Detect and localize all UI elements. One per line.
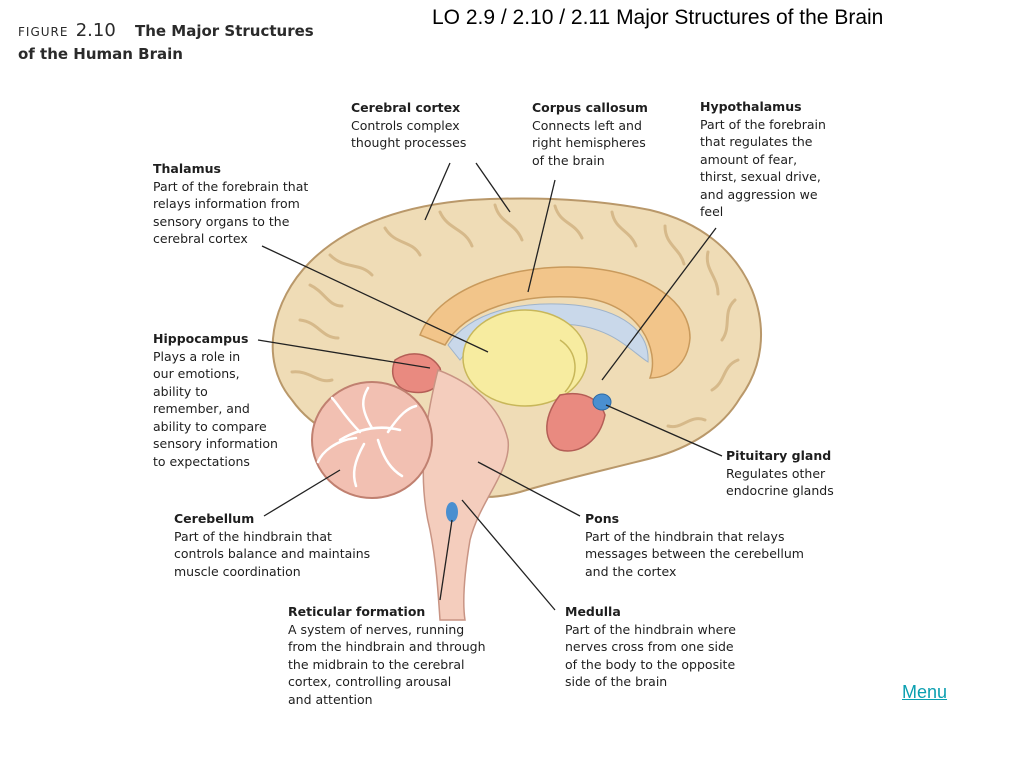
cerebellum-name: Cerebellum <box>174 511 255 526</box>
thalamus-detail <box>559 339 576 393</box>
label-pons: Pons Part of the hindbrain that relays m… <box>585 510 804 580</box>
cerebellum-shape <box>311 381 433 499</box>
pons-name: Pons <box>585 511 620 526</box>
corpus-callosum-desc: Connects left and right hemispheres of t… <box>532 117 646 168</box>
brainstem-shape <box>422 369 509 621</box>
medulla-name: Medulla <box>565 604 621 619</box>
slide-title: LO 2.9 / 2.10 / 2.11 Major Structures of… <box>432 6 884 29</box>
reticular-formation-desc: A system of nerves, running from the hin… <box>288 621 486 707</box>
reticular-marker <box>446 502 458 522</box>
leader-reticular-formation <box>439 519 453 601</box>
cerebellum-desc: Part of the hindbrain that controls bala… <box>174 528 371 579</box>
leader-cerebral-cortex-2 <box>475 162 511 213</box>
pituitary-gland-name: Pituitary gland <box>726 448 832 463</box>
leader-cerebellum <box>263 469 341 517</box>
pituitary-gland-desc: Regulates other endocrine glands <box>726 465 834 499</box>
pituitary-gland-shape <box>592 393 612 411</box>
label-pituitary-gland: Pituitary gland Regulates other endocrin… <box>726 447 834 500</box>
label-hypothalamus: Hypothalamus Part of the forebrain that … <box>700 98 826 221</box>
leader-corpus-callosum <box>527 179 556 293</box>
hippocampus-name: Hippocampus <box>153 331 249 346</box>
label-corpus-callosum: Corpus callosum Connects left and right … <box>532 99 648 169</box>
leader-medulla <box>461 499 556 611</box>
leader-thalamus <box>261 245 489 353</box>
cerebral-cortex-desc: Controls complex thought processes <box>351 117 467 151</box>
figure-title-line2: of the Human Brain <box>18 45 183 63</box>
figure-word: FIGURE <box>18 25 69 39</box>
label-cerebellum: Cerebellum Part of the hindbrain that co… <box>174 510 370 580</box>
figure-title-line1: The Major Structures <box>135 22 314 40</box>
thalamus-shape <box>462 309 588 407</box>
menu-link[interactable]: Menu <box>902 682 948 702</box>
figure-number: 2.10 <box>75 20 116 41</box>
hippocampus-desc: Plays a role in our emotions, ability to… <box>153 348 278 469</box>
leader-hippocampus <box>257 339 431 369</box>
hypothalamus-desc: Part of the forebrain that regulates the… <box>700 116 826 220</box>
label-medulla: Medulla Part of the hindbrain where nerv… <box>565 603 736 691</box>
leader-lines <box>257 162 723 611</box>
cerebellum-tree <box>316 386 418 488</box>
label-hippocampus: Hippocampus Plays a role in our emotions… <box>153 330 278 470</box>
pons-desc: Part of the hindbrain that relays messag… <box>585 528 804 579</box>
leader-cerebral-cortex-1 <box>424 162 451 221</box>
corpus-callosum-shape <box>419 266 691 379</box>
label-thalamus: Thalamus Part of the forebrain that rela… <box>153 160 308 248</box>
medulla-desc: Part of the hindbrain where nerves cross… <box>565 621 736 690</box>
thalamus-desc: Part of the forebrain that relays inform… <box>153 178 309 247</box>
corpus-callosum-name: Corpus callosum <box>532 100 648 115</box>
midbrain-shape <box>546 393 606 452</box>
label-cerebral-cortex: Cerebral cortex Controls complex thought… <box>351 99 466 152</box>
figure-caption: FIGURE 2.10 The Major Structures of the … <box>18 20 314 65</box>
leader-pituitary <box>605 404 723 457</box>
cerebral-cortex-name: Cerebral cortex <box>351 100 461 115</box>
leader-pons <box>477 461 581 517</box>
reticular-formation-name: Reticular formation <box>288 604 426 619</box>
cortex-folds <box>290 203 740 429</box>
label-reticular-formation: Reticular formation A system of nerves, … <box>288 603 486 708</box>
hypothalamus-name: Hypothalamus <box>700 99 802 114</box>
leader-hypothalamus <box>601 227 717 381</box>
thalamus-name: Thalamus <box>153 161 221 176</box>
